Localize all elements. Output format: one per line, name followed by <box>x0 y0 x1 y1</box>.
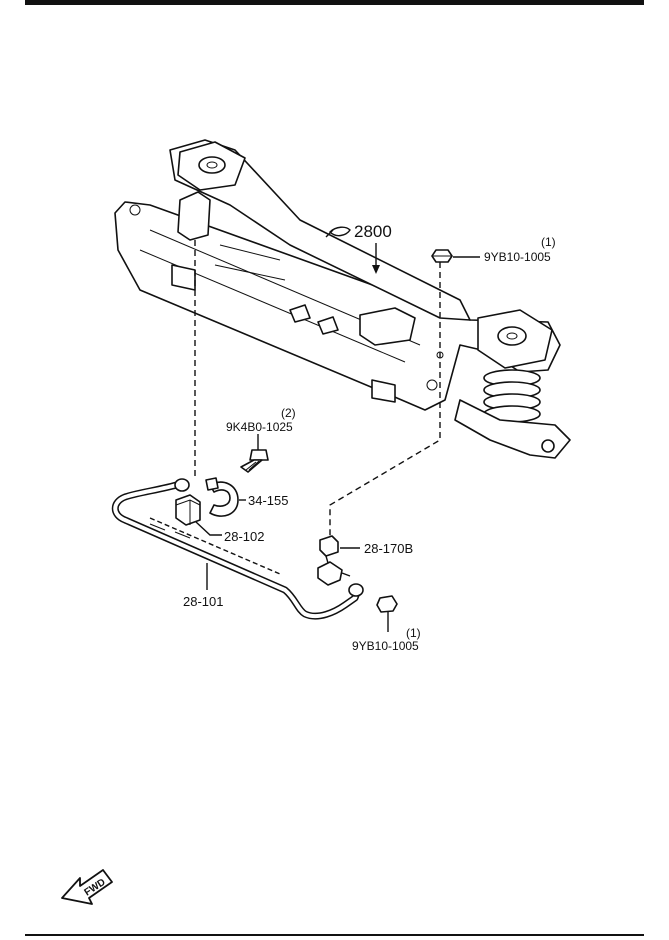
part-number-nut-bottom: 9YB10-1005 <box>352 639 419 653</box>
link-lower-joint-icon <box>317 561 343 586</box>
top-border-rule <box>25 0 644 5</box>
bracket-icon <box>209 481 239 517</box>
stabilizer-bar[interactable]: 28-101 <box>111 478 364 620</box>
part-number-bracket: 34-155 <box>248 493 288 508</box>
part-number-link: 28-170B <box>364 541 413 556</box>
qty-nut-bottom: (1) <box>406 626 421 640</box>
callout-bushing[interactable]: 28-102 <box>175 494 264 544</box>
part-number-bushing: 28-102 <box>224 529 264 544</box>
bolt-icon <box>249 449 269 461</box>
bottom-border-rule <box>25 934 644 936</box>
part-number-bar: 28-101 <box>183 594 223 609</box>
callout-bolt[interactable]: (2) 9K4B0-1025 <box>226 406 296 473</box>
forward-arrow-icon: FWD <box>61 869 113 905</box>
coil-spring <box>483 369 541 423</box>
crossmember-assembly[interactable] <box>114 139 571 459</box>
callout-2800[interactable]: 2800 <box>325 222 392 274</box>
nut-bottom-icon <box>376 595 398 613</box>
part-number-2800: 2800 <box>354 222 392 241</box>
callout-bracket[interactable]: 34-155 <box>205 477 288 517</box>
callout-nut-bottom[interactable]: (1) 9YB10-1005 <box>352 595 421 653</box>
callout-nut-top[interactable]: (1) 9YB10-1005 <box>431 235 556 264</box>
link-upper-joint-icon <box>319 535 339 557</box>
part-number-bolt: 9K4B0-1025 <box>226 420 293 434</box>
callout-link[interactable]: 28-170B <box>317 535 413 586</box>
qty-nut-top: (1) <box>541 235 556 249</box>
part-number-nut-top: 9YB10-1005 <box>484 250 551 264</box>
bushing-icon <box>175 494 201 526</box>
assembly-guide-lines <box>194 240 441 536</box>
qty-bolt: (2) <box>281 406 296 420</box>
